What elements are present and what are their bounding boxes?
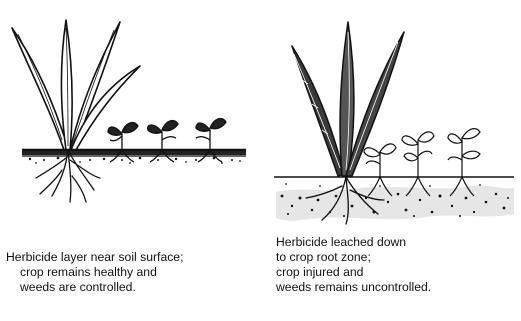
left-crop-roots [36, 150, 100, 202]
left-caption-line: weeds are controlled. [6, 280, 183, 295]
left-caption: Herbicide layer near soil surface; crop … [6, 250, 183, 295]
right-panel [274, 22, 514, 224]
right-caption-line: crop injured and [276, 265, 431, 280]
right-weed-seedlings [364, 129, 480, 196]
right-caption-line: Herbicide leached down [276, 235, 431, 250]
left-caption-line: Herbicide layer near soil surface; [6, 250, 183, 265]
left-crop-plant [12, 20, 140, 150]
right-caption-line: to crop root zone; [276, 250, 431, 265]
right-caption: Herbicide leached down to crop root zone… [276, 235, 431, 295]
left-panel [12, 20, 246, 202]
right-caption-line: weeds remains uncontrolled. [276, 280, 431, 295]
right-herbicide-zone [276, 183, 514, 221]
left-caption-line: crop remains healthy and [6, 265, 183, 280]
